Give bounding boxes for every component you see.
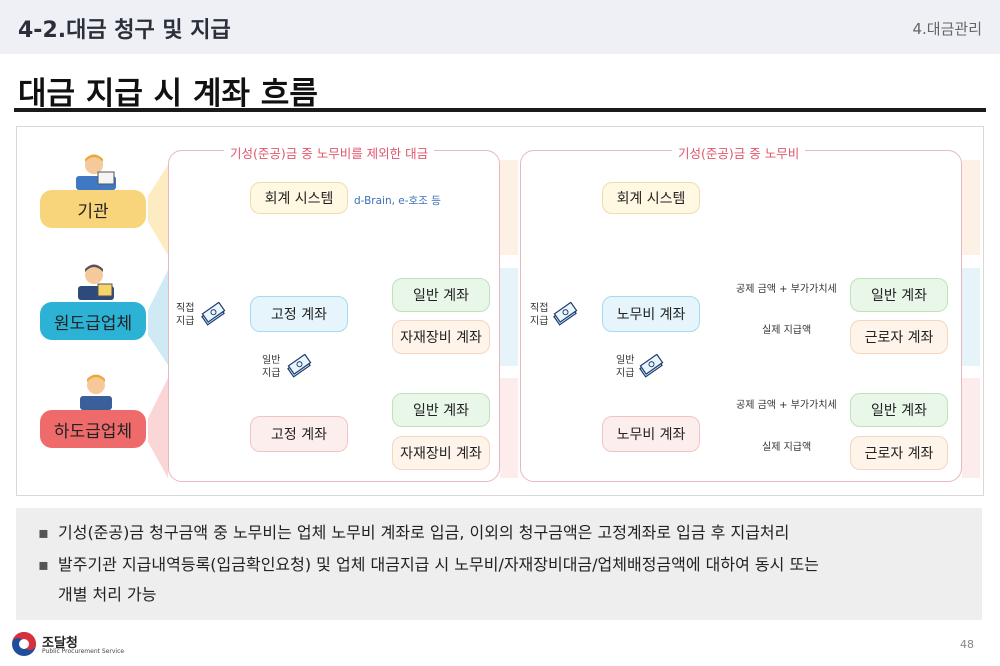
right-general-account-upper: 일반 계좌 [850, 278, 948, 312]
left-equipment-account-lower: 자재장비 계좌 [392, 436, 490, 470]
actual-payment-label-upper: 실제 지급액 [762, 325, 812, 336]
left-general-account-upper: 일반 계좌 [392, 278, 490, 312]
tint-left-3 [500, 378, 518, 478]
page-number: 48 [960, 638, 974, 651]
note-item-2-continued: 개별 처리 가능 [58, 585, 157, 604]
org-name-en: Public Procurement Service [42, 648, 125, 655]
money-stack-icon [553, 302, 578, 326]
agency-wedge [148, 165, 168, 255]
accounting-system-note: d-Brain, e-호조 등 [354, 195, 441, 207]
role-prime-contractor: 원도급업체 [40, 302, 146, 340]
section-heading: 4-2.대금 청구 및 지급 [18, 18, 231, 43]
tint-right-1 [962, 160, 980, 255]
left-fixed-account-lower: 고정 계좌 [250, 416, 348, 452]
left-panel-title: 기성(준공)금 중 노무비를 제외한 대금 [224, 143, 435, 162]
right-accounting-system: 회계 시스템 [602, 182, 700, 214]
right-labor-account-upper: 노무비 계좌 [602, 296, 700, 332]
page-title: 대금 지급 시 계좌 흐름 [18, 76, 318, 112]
notes-box: ▪기성(준공)금 청구금액 중 노무비는 업체 노무비 계좌로 입금, 이외의 … [16, 508, 982, 620]
tint-left-2 [500, 268, 518, 366]
right-panel-title: 기성(준공)금 중 노무비 [672, 143, 806, 162]
sub-wedge [148, 378, 168, 478]
tint-right-2 [962, 268, 980, 366]
left-general-account-lower: 일반 계좌 [392, 393, 490, 427]
tint-left-1 [500, 160, 518, 255]
money-stack-icon [201, 302, 226, 326]
note-item-1: ▪기성(준공)금 청구금액 중 노무비는 업체 노무비 계좌로 입금, 이외의 … [38, 523, 790, 542]
actual-payment-label-lower: 실제 지급액 [762, 442, 812, 453]
prime-wedge [148, 270, 168, 365]
role-subcontractor: 하도급업체 [40, 410, 146, 448]
title-divider [14, 108, 986, 112]
officer-person-icon [76, 154, 116, 190]
deduction-label-lower: 공제 금액 + 부가가치세 [736, 400, 837, 411]
org-name: 조달청 [42, 636, 78, 651]
header-bar [0, 0, 1000, 54]
left-fixed-account-upper: 고정 계좌 [250, 296, 348, 332]
right-worker-account-lower: 근로자 계좌 [850, 436, 948, 470]
right-panel [520, 150, 962, 482]
taegeuk-logo-icon [12, 632, 36, 656]
right-labor-account-lower: 노무비 계좌 [602, 416, 700, 452]
right-general-account-lower: 일반 계좌 [850, 393, 948, 427]
money-stack-icon [287, 354, 312, 378]
deduction-label-upper: 공제 금액 + 부가가치세 [736, 284, 837, 295]
left-accounting-system: 회계 시스템 [250, 182, 348, 214]
role-agency: 기관 [40, 190, 146, 228]
note-item-2: ▪발주기관 지급내역등록(입금확인요청) 및 업체 대금지급 시 노무비/자재장… [38, 555, 819, 574]
subcontractor-person-icon [80, 374, 112, 410]
money-stack-icon [639, 354, 664, 378]
right-worker-account-upper: 근로자 계좌 [850, 320, 948, 354]
left-equipment-account-upper: 자재장비 계좌 [392, 320, 490, 354]
tint-right-3 [962, 378, 980, 478]
chapter-label: 4.대금관리 [912, 20, 982, 38]
contractor-person-icon [78, 264, 114, 300]
